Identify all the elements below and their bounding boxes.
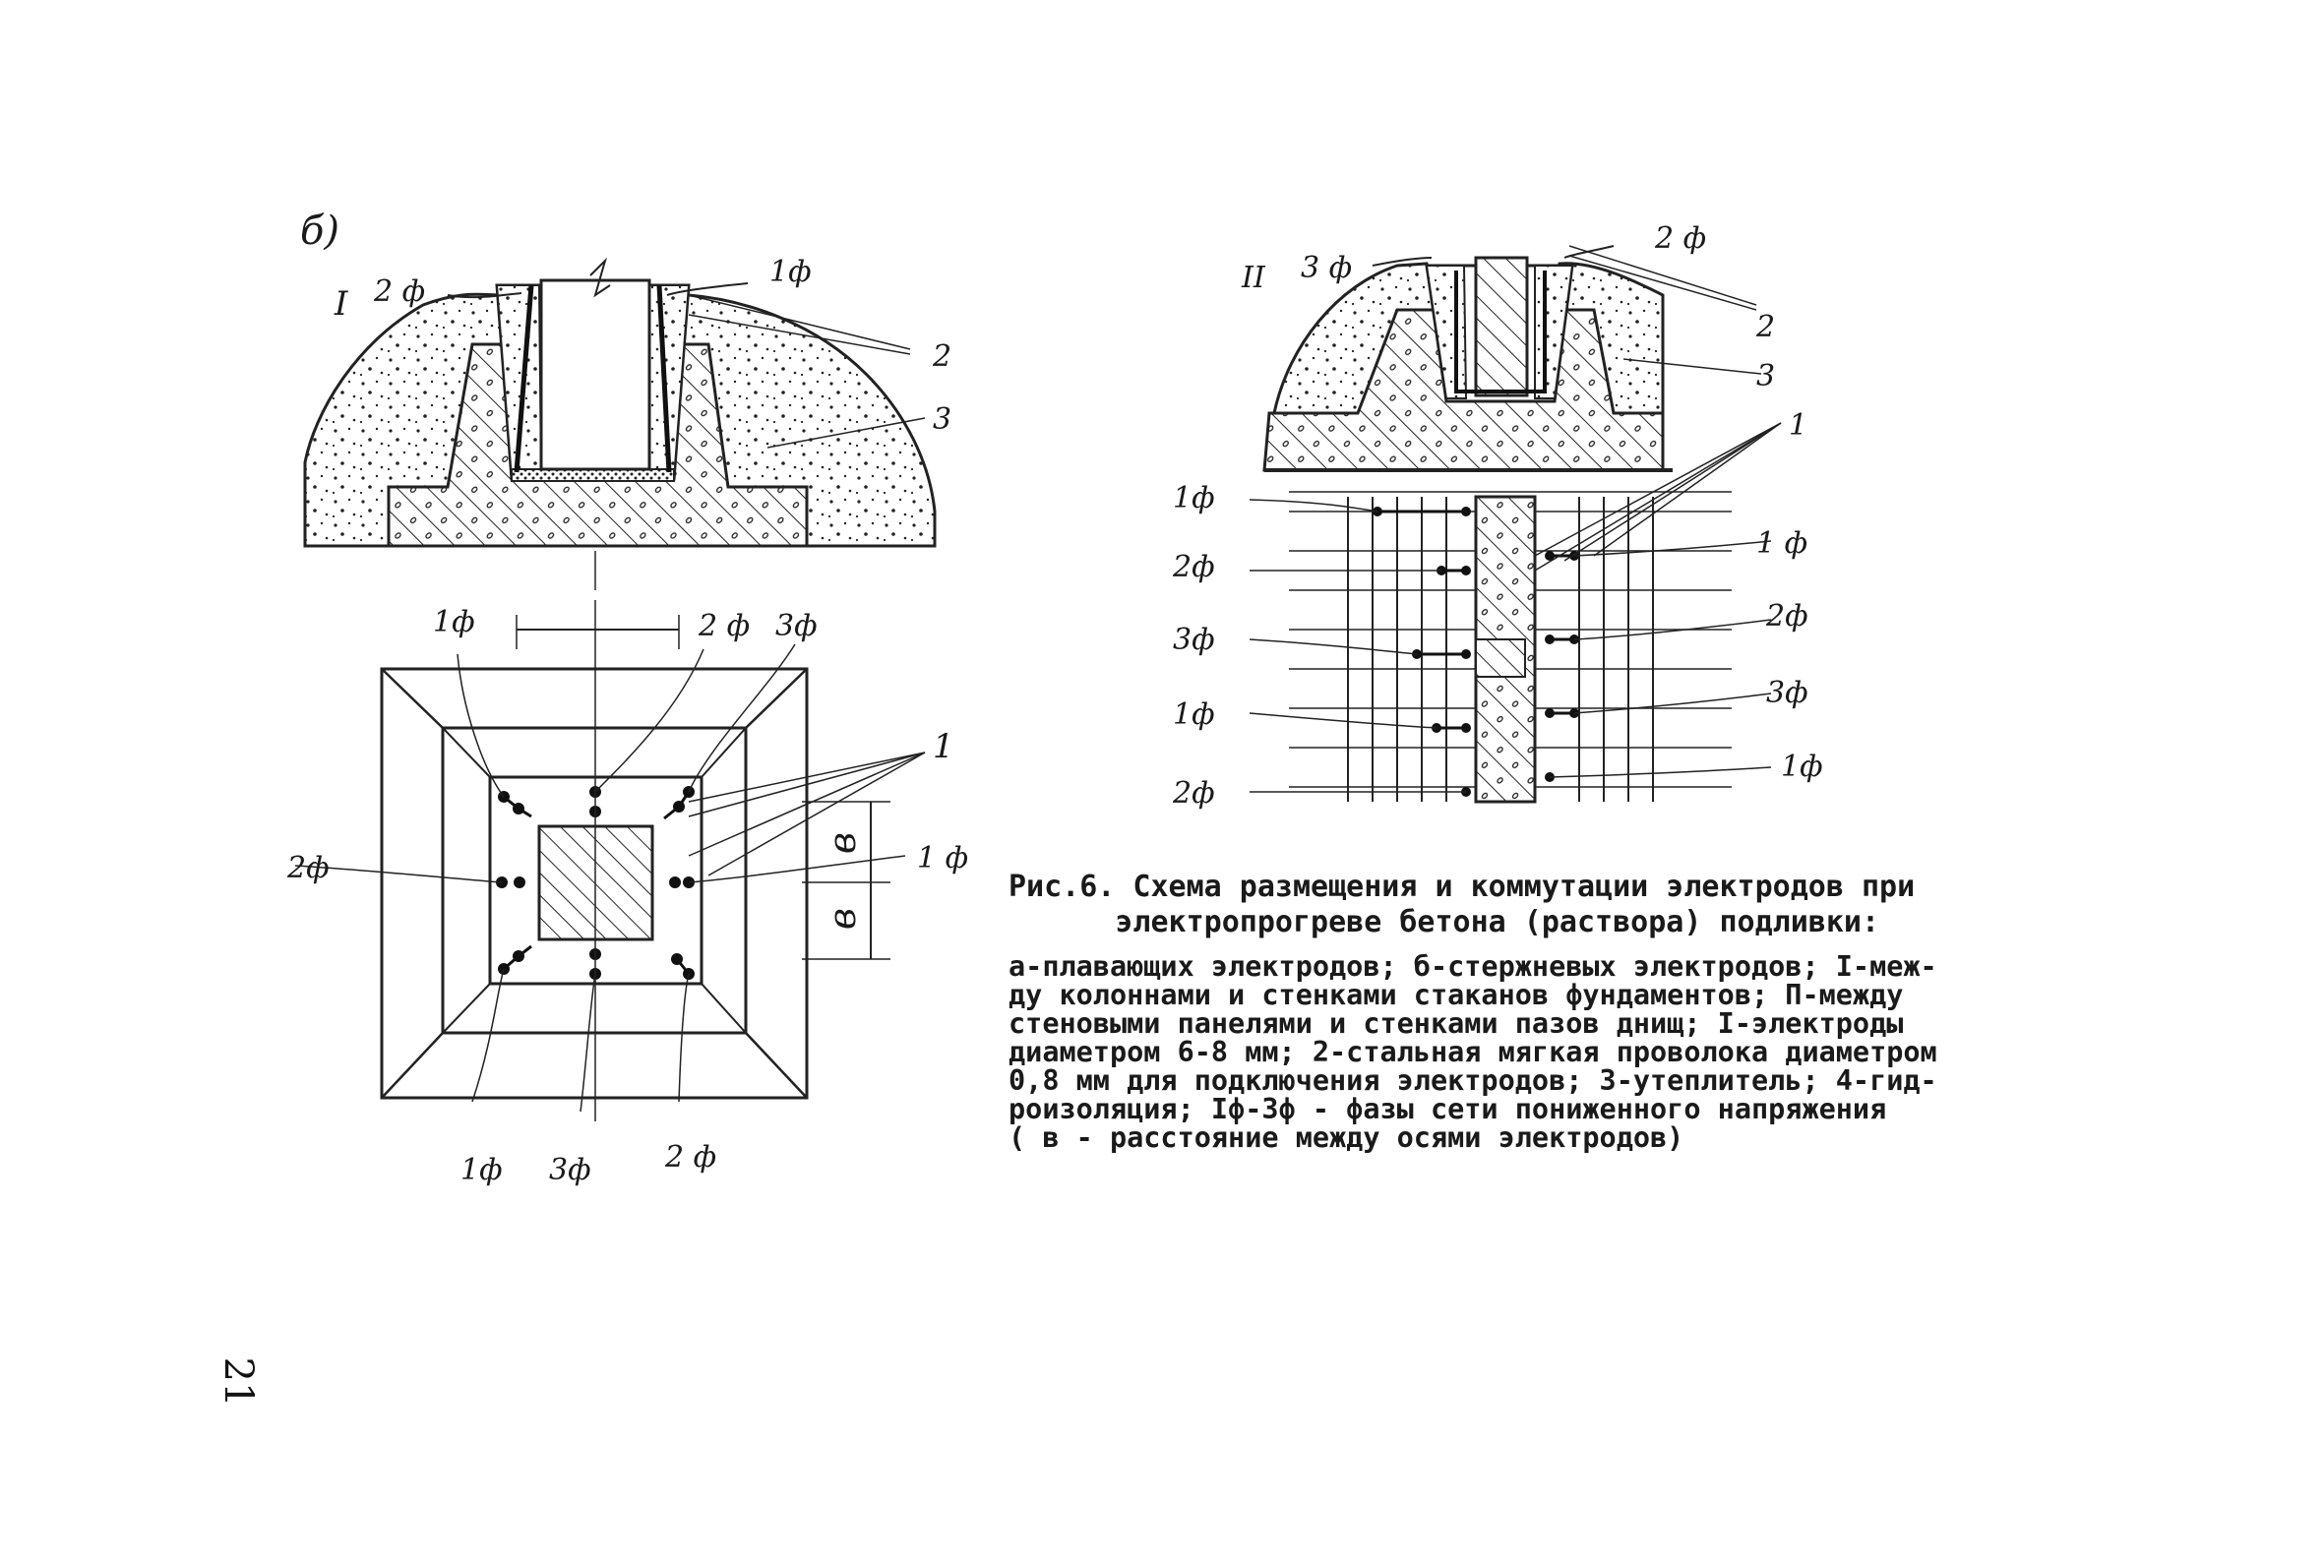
caption-body-line: 0,8 мм для подключения электродов; 3-уте… [1009, 1064, 1937, 1097]
II-right-phase: 2ф [1766, 599, 1808, 633]
caption-body-line: диаметром 6-8 мм; 2-стальная мягкая пров… [1009, 1036, 1937, 1068]
column-I [539, 278, 651, 471]
caption-body-line: роизоляция; Iф-3ф - фазы сети пониженног… [1009, 1093, 1887, 1125]
plan-dim-b-lower: в [821, 907, 865, 931]
plan-num-1: 1 [933, 727, 954, 766]
II-right-phase: 1 ф [1756, 526, 1808, 561]
figure-caption-title: Рис.6. Схема размещения и коммутации эле… [1009, 870, 1915, 940]
plan-view [294, 600, 926, 1121]
section-I-roman: I [335, 284, 348, 324]
II-left-phase: 2ф [1173, 550, 1215, 584]
plan-bottom-2f: 2 ф [665, 1140, 717, 1175]
section-II-roman: II [1242, 261, 1265, 295]
II-left-phase: 3ф [1173, 623, 1215, 657]
plan-dim-b-upper: в [821, 831, 865, 855]
section-I-drawing [303, 257, 937, 590]
plan-top-3f: 3ф [775, 609, 818, 643]
plan-right-1f: 1 ф [917, 841, 969, 875]
section-I-num-2: 2 [933, 339, 952, 374]
section-II-num-2: 2 [1756, 310, 1776, 344]
section-I-num-3: 3 [933, 402, 952, 437]
plan-bottom-1f: 1ф [460, 1153, 503, 1187]
section-II-num-3: 3 [1756, 359, 1776, 393]
caption-body-line: ду колоннами и стенками стаканов фундаме… [1009, 979, 1904, 1011]
section-I-label-1f: 1ф [769, 255, 812, 289]
II-left-phase: 1ф [1173, 697, 1215, 732]
section-I-label-2f: 2 ф [374, 274, 426, 309]
section-II-num-1: 1 [1789, 408, 1808, 443]
section-II-drawing [1249, 245, 1782, 804]
plan-bottom-3f: 3ф [549, 1153, 591, 1187]
figure-caption-body: а-плавающих электродов; б-стержневых эле… [1009, 952, 1937, 1152]
panel-letter-b: б) [300, 209, 340, 254]
caption-title-line: Рис.6. Схема размещения и коммутации эле… [1009, 870, 1916, 904]
II-left-phase: 1ф [1173, 481, 1215, 515]
II-right-phase: 1ф [1781, 750, 1823, 784]
caption-title-line: электропрогреве бетона (раствора) подлив… [1009, 905, 1880, 939]
II-left-phase: 2ф [1173, 776, 1215, 811]
section-II-top-3f: 3 ф [1301, 251, 1353, 285]
II-right-phase: 3ф [1766, 676, 1808, 710]
caption-body-line: стеновыми панелями и стенками пазов днищ… [1009, 1007, 1904, 1040]
section-II-top-2f: 2 ф [1655, 221, 1707, 256]
caption-body-line: а-плавающих электродов; б-стержневых эле… [1009, 950, 1937, 983]
caption-body-line: ( в - расстояние между осями электродов) [1009, 1121, 1684, 1154]
plan-top-2f: 2 ф [699, 609, 751, 643]
plan-left-2f: 2ф [287, 851, 330, 885]
page-number: 21 [215, 1357, 261, 1408]
plan-top-1f: 1ф [433, 605, 475, 639]
panel-II [1474, 256, 1529, 397]
